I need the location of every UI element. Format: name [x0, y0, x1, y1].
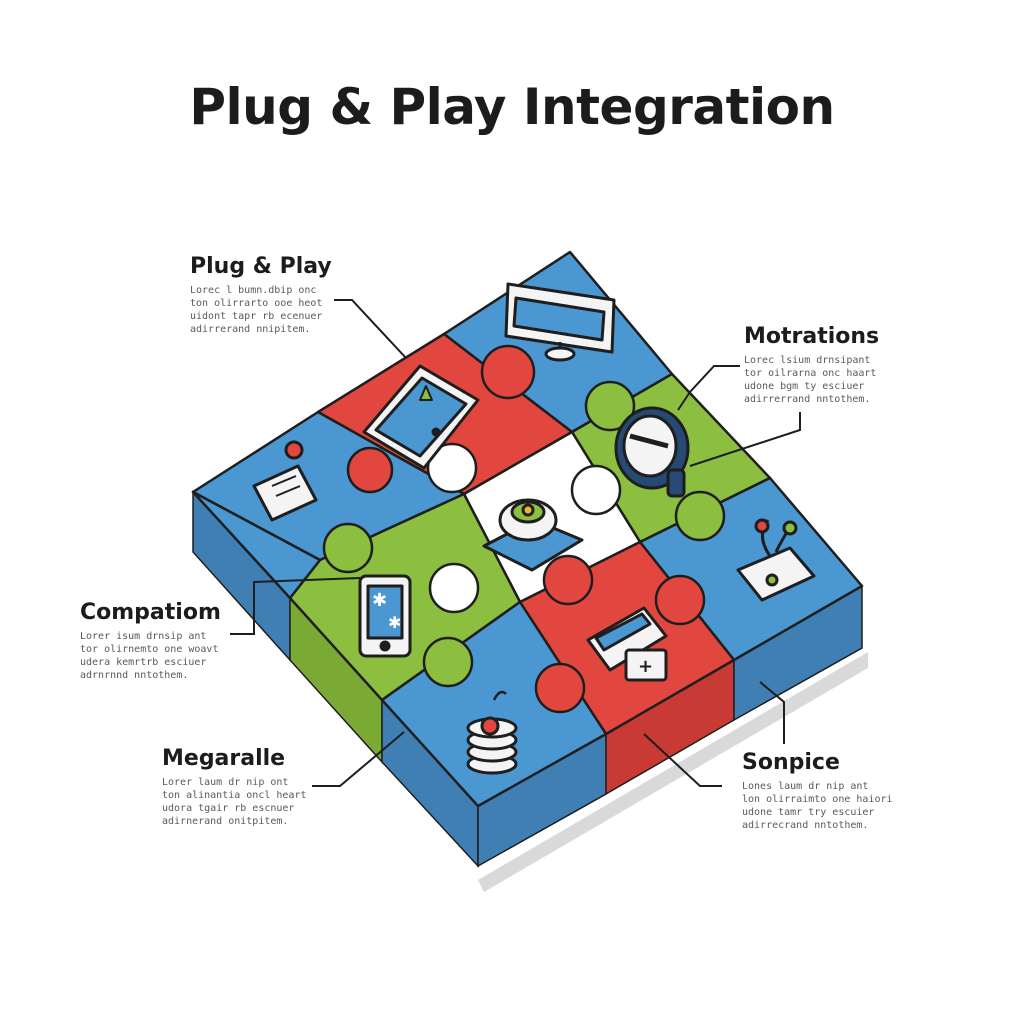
callout-compatiom: Compatiom Lorer isum drnsip ant tor olir… [80, 600, 280, 682]
callout-title: Sonpice [742, 750, 840, 775]
callout-title: Plug & Play [190, 254, 332, 279]
printer-icon: + [586, 606, 668, 682]
callout-body: Lorec lsium drnsipant tor oilrarna onc h… [744, 355, 877, 405]
callout-title: Megaralle [162, 746, 286, 771]
callout-sonpice: Sonpice Lones laum dr nip ant lon olirra… [742, 750, 942, 832]
tablet-icon [362, 364, 480, 470]
coin-stack-icon [466, 690, 518, 775]
puzzle-knobs [322, 344, 726, 714]
svg-text:✱: ✱ [372, 590, 387, 611]
svg-text:✱: ✱ [388, 613, 401, 632]
callout-plug-play: Plug & Play Lorec l bumn.dbip onc ton ol… [190, 254, 390, 336]
callout-body: Lorer isum drnsip ant tor olirnemto one … [80, 631, 219, 681]
callout-title: Motrations [744, 324, 880, 349]
document-icon [252, 440, 318, 522]
smartwatch-icon [614, 406, 690, 498]
callout-megaralle: Megaralle Lorer laum dr nip ont ton alin… [162, 746, 362, 828]
central-hub-icon [482, 498, 584, 572]
callout-title: Compatiom [80, 600, 221, 625]
leader-lines [230, 299, 801, 787]
callout-motrations: Motrations Lorec lsium drnsipant tor oil… [744, 324, 944, 406]
callout-body: Lones laum dr nip ant lon olirraimto one… [742, 781, 893, 831]
callout-body: Lorer laum dr nip ont ton alinantia oncl… [162, 777, 307, 827]
monitor-icon [504, 282, 616, 362]
smartphone-icon: ✱ ✱ [358, 574, 412, 658]
page-title: Plug & Play Integration [189, 78, 835, 136]
plant-card-icon [736, 518, 816, 602]
callout-body: Lorec l bumn.dbip onc ton olirrarto ooe … [190, 285, 323, 335]
board-shadow [478, 652, 868, 892]
svg-text:+: + [638, 656, 653, 677]
